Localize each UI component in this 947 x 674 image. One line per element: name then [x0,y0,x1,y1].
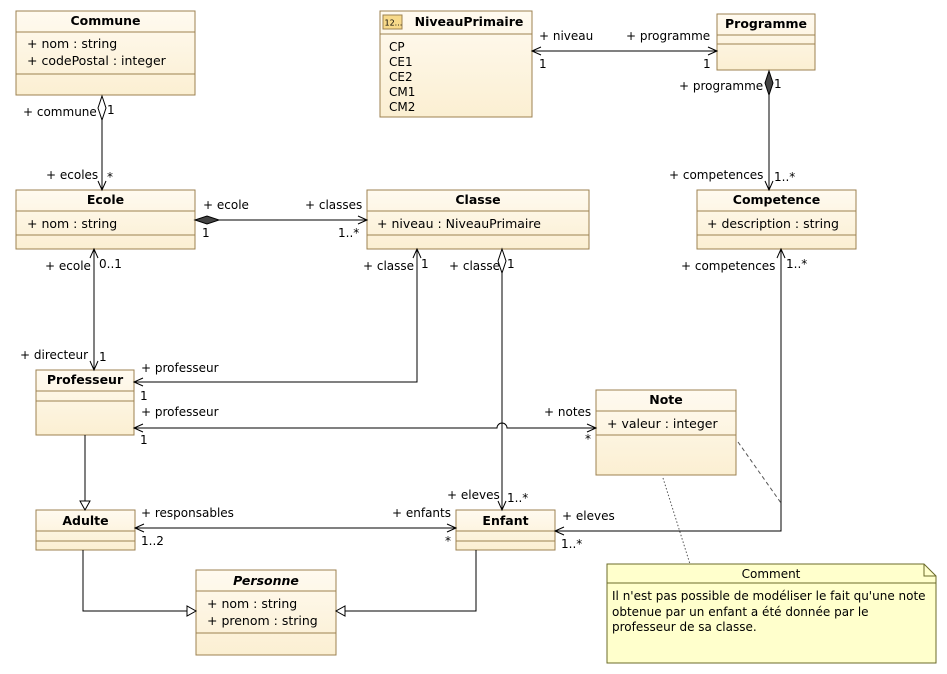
class-name: Professeur [47,372,124,387]
enumeration-icon-label: 12... [385,19,403,28]
role-label: + directeur [20,348,88,362]
multiplicity-label: * [585,432,591,446]
attribute: + prenom : string [207,613,318,628]
class-name: Classe [455,192,500,207]
class-name: Note [649,392,683,407]
multiplicity-label: * [107,170,113,184]
role-label: + eleves [562,509,615,523]
multiplicity-label: 1 [703,57,711,71]
generalization-enfant-personne[interactable] [334,550,477,617]
multiplicity-label: 1..* [338,226,359,240]
enum-literal: CP [389,40,405,54]
assoc-commune-ecole[interactable] [97,94,107,192]
class-name: Ecole [87,192,124,207]
multiplicity-label: 1 [99,350,107,364]
enumeration-icon [382,14,403,30]
multiplicity-label: 1 [140,433,148,447]
comment-anchor-association [737,441,782,504]
role-label: + competences [669,168,763,182]
role-label: + ecole [45,259,91,273]
enum-niveau-primaire[interactable]: 12... NiveauPrimaire CP CE1 CE2 CM1 CM2 [379,10,533,118]
role-label: + professeur [141,361,219,375]
generalization-adulte-personne[interactable] [82,550,198,617]
generalization-professeur-adulte[interactable] [79,435,91,512]
multiplicity-label: 1..* [561,537,582,551]
role-label: + responsables [141,506,234,520]
class-note[interactable]: Note + valeur : integer [595,389,737,476]
comment-line: obtenue par un enfant a été donnée par l… [612,605,869,619]
enum-literal: CE1 [389,55,413,69]
multiplicity-label: 0..1 [99,257,122,271]
class-name: Personne [233,573,299,588]
assoc-adulte-enfant[interactable] [133,523,458,533]
assoc-ecole-directeur[interactable] [89,247,99,372]
role-label: + ecoles [46,168,98,182]
role-label: + programme [626,29,710,43]
role-label: + notes [544,405,591,419]
class-ecole[interactable]: Ecole + nom : string [15,189,196,250]
comment-line: professeur de sa classe. [612,620,757,634]
class-commune[interactable]: Commune + nom : string + codePostal : in… [15,10,196,96]
class-professeur[interactable]: Professeur [35,369,135,436]
role-label: + professeur [141,405,219,419]
assoc-programme-competence[interactable] [764,69,774,192]
assoc-classe-enfant[interactable] [497,247,507,512]
assoc-classe-professeur[interactable] [132,247,422,387]
class-name: NiveauPrimaire [415,14,524,29]
assoc-professeur-note[interactable] [132,422,598,433]
multiplicity-label: * [445,534,451,548]
multiplicity-label: 1 [140,389,148,403]
class-personne[interactable]: Personne + nom : string + prenom : strin… [195,569,337,656]
multiplicity-label: 1 [107,103,115,117]
assoc-competence-enfant[interactable] [553,247,786,536]
class-programme[interactable]: Programme [716,13,816,71]
attribute: + nom : string [207,596,297,611]
multiplicity-label: 1 [421,257,429,271]
enum-literal: CE2 [389,70,413,84]
multiplicity-label: 1 [202,226,210,240]
multiplicity-label: 1..* [774,170,795,184]
class-name: Enfant [482,513,528,528]
multiplicity-label: 1..2 [141,534,164,548]
multiplicity-label: 1 [507,257,515,271]
attribute: + valeur : integer [607,416,718,431]
role-label: + eleves [447,488,500,502]
assoc-niveau-programme[interactable] [530,46,719,56]
multiplicity-label: 1..* [507,491,528,505]
role-label: + enfants [392,506,451,520]
assoc-ecole-classe[interactable] [193,215,369,225]
attribute: + description : string [707,216,839,231]
class-name: Commune [70,13,140,28]
class-name: Adulte [62,513,108,528]
attribute: + nom : string [27,36,117,51]
class-enfant[interactable]: Enfant [455,509,556,551]
class-competence[interactable]: Competence + description : string [696,189,857,250]
multiplicity-label: 1 [539,57,547,71]
role-label: + ecole [203,198,249,212]
enum-literal: CM2 [389,100,415,114]
class-classe[interactable]: Classe + niveau : NiveauPrimaire [366,189,590,250]
class-adulte[interactable]: Adulte [35,509,136,551]
attribute: + niveau : NiveauPrimaire [377,216,541,231]
class-name: Competence [733,192,820,207]
role-label: + classe [449,259,500,273]
role-label: + competences [681,259,775,273]
role-label: + niveau [539,29,593,43]
attribute: + nom : string [27,216,117,231]
comment-anchor-note [662,477,691,565]
attribute: + codePostal : integer [27,53,167,68]
comment-title: Comment [742,567,801,581]
comment-line: Il n'est pas possible de modéliser le fa… [612,589,926,603]
multiplicity-label: 1 [774,77,782,91]
role-label: + classes [305,198,362,212]
enum-literal: CM1 [389,85,415,99]
role-label: + programme [679,79,763,93]
class-name: Programme [725,16,807,31]
comment-note[interactable]: Comment Il n'est pas possible de modélis… [606,441,937,664]
role-label: + commune [23,105,97,119]
multiplicity-label: 1..* [786,257,807,271]
role-label: + classe [363,259,414,273]
